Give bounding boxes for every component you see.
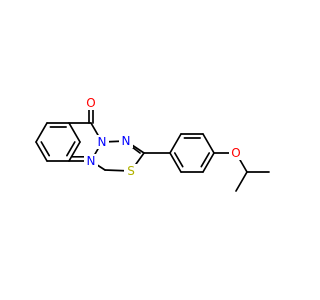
bond <box>235 171 248 192</box>
bond-double-inner <box>66 141 76 157</box>
bond <box>68 141 81 162</box>
atom-bridgehead-nitrogen: N <box>95 135 109 149</box>
bond <box>202 133 215 154</box>
bond <box>169 133 182 154</box>
bond <box>169 152 182 173</box>
bond <box>35 141 48 162</box>
bond-double-inner <box>40 141 51 157</box>
atom-symbol: N <box>122 134 131 148</box>
atom-symbol: O <box>86 96 95 110</box>
atom-sulfur: S <box>124 164 138 178</box>
molecule-structure-diagram: O N N N S O <box>35 96 270 192</box>
atom-ring-nitrogen: N <box>84 154 98 168</box>
atom-symbol: N <box>98 135 107 149</box>
bond <box>35 122 48 143</box>
bond <box>202 152 215 173</box>
atom-azole-nitrogen: N <box>119 134 133 148</box>
atom-carbonyl-oxygen: O <box>84 96 98 110</box>
atom-symbol: S <box>127 164 135 178</box>
bond <box>68 122 81 143</box>
atom-ether-oxygen: O <box>229 146 243 160</box>
atom-symbol: N <box>87 154 96 168</box>
atom-symbol: O <box>231 146 240 160</box>
bond-double-inner <box>173 152 184 168</box>
bond-double-inner <box>200 152 211 168</box>
atom-label-layer: O N N N S O <box>84 96 243 178</box>
